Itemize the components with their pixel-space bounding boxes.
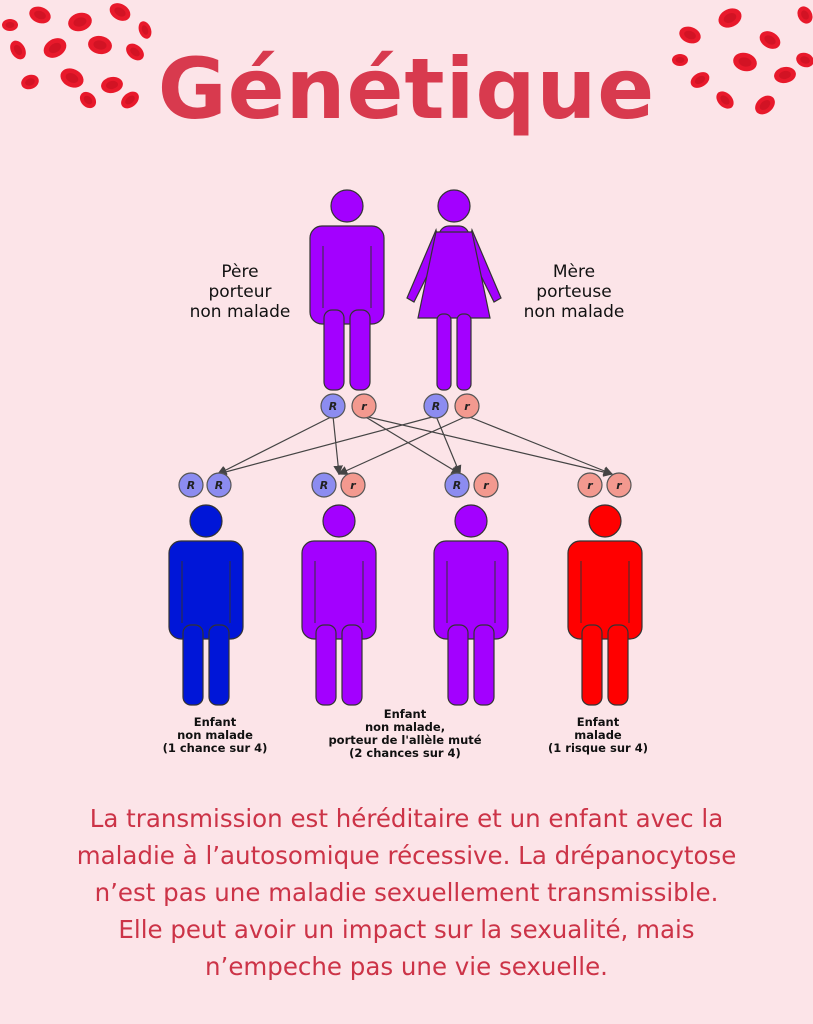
child-label-line: non malade bbox=[177, 728, 253, 742]
page-title: Génétique bbox=[157, 40, 656, 138]
blood-cell-icon bbox=[716, 91, 734, 109]
father-allele: r bbox=[351, 393, 377, 419]
blood-cell-icon bbox=[88, 35, 112, 55]
svg-text:r: r bbox=[587, 479, 593, 492]
caption-line: n’empeche pas une vie sexuelle. bbox=[205, 952, 608, 981]
child-figure-sick bbox=[567, 504, 643, 706]
inheritance-arrow bbox=[216, 415, 334, 475]
svg-text:r: r bbox=[361, 400, 367, 413]
child-label-carrier: Enfant non malade, porteur de l'allèle m… bbox=[305, 708, 505, 760]
blood-cell-icon bbox=[21, 74, 39, 90]
father-figure bbox=[309, 189, 385, 391]
blood-cell-icon bbox=[79, 91, 97, 109]
caption-line: Elle peut avoir un impact sur la sexuali… bbox=[118, 915, 695, 944]
blood-cell-icon bbox=[60, 68, 84, 88]
inheritance-arrow bbox=[363, 415, 614, 477]
child-allele: R bbox=[444, 472, 470, 498]
caption-line: La transmission est héréditaire et un en… bbox=[89, 804, 724, 833]
blood-cell-icon bbox=[2, 19, 18, 31]
svg-text:R: R bbox=[320, 479, 328, 492]
inheritance-arrow bbox=[435, 415, 462, 476]
inheritance-arrow bbox=[363, 415, 462, 475]
father-label-line: Père bbox=[221, 262, 259, 282]
svg-text:R: R bbox=[432, 400, 440, 413]
svg-text:r: r bbox=[464, 400, 470, 413]
child-label-line: Enfant bbox=[193, 715, 237, 729]
mother-label-line: porteuse bbox=[536, 282, 612, 302]
caption-line: n’est pas une maladie sexuellement trans… bbox=[94, 878, 719, 907]
blood-cell-icon bbox=[138, 21, 152, 39]
blood-cells-left bbox=[2, 3, 152, 109]
mother-allele: R bbox=[423, 393, 449, 419]
child-allele: r bbox=[473, 472, 499, 498]
blood-cell-icon bbox=[43, 38, 67, 58]
child-allele: r bbox=[340, 472, 366, 498]
child-allele: R bbox=[311, 472, 337, 498]
blood-cell-icon bbox=[774, 66, 796, 84]
blood-cell-icon bbox=[679, 26, 701, 44]
child-figure-carrier bbox=[301, 504, 377, 706]
child-allele: r bbox=[577, 472, 603, 498]
child-label-line: malade bbox=[574, 728, 622, 742]
child-label-line: (1 chance sur 4) bbox=[162, 741, 268, 755]
child-allele: R bbox=[178, 472, 204, 498]
blood-cell-icon bbox=[796, 52, 813, 68]
svg-text:r: r bbox=[483, 479, 489, 492]
mother-label-line: non malade bbox=[523, 302, 625, 322]
child-label-sick: Enfant malade (1 risque sur 4) bbox=[518, 716, 678, 755]
blood-cell-icon bbox=[718, 8, 742, 28]
child-label-line: (1 risque sur 4) bbox=[548, 741, 648, 755]
svg-text:R: R bbox=[215, 479, 223, 492]
mother-label-line: Mère bbox=[552, 262, 596, 282]
svg-text:R: R bbox=[187, 479, 195, 492]
blood-cell-icon bbox=[755, 95, 775, 115]
blood-cell-icon bbox=[759, 31, 781, 49]
child-label-line: (2 chances sur 4) bbox=[349, 746, 461, 760]
child-allele: r bbox=[606, 472, 632, 498]
child-allele: R bbox=[206, 472, 232, 498]
mother-figure bbox=[406, 189, 502, 391]
child-label-line: non malade, bbox=[364, 720, 446, 734]
blood-cell-icon bbox=[101, 76, 123, 94]
mother-allele: r bbox=[454, 393, 480, 419]
child-figure-carrier bbox=[433, 504, 509, 706]
father-label-line: porteur bbox=[208, 282, 272, 302]
blood-cell-icon bbox=[121, 91, 139, 109]
blood-cell-icon bbox=[672, 54, 688, 66]
inheritance-arrow bbox=[332, 415, 343, 476]
blood-cell-icon bbox=[126, 43, 144, 61]
blood-cell-icon bbox=[733, 52, 757, 72]
figures bbox=[168, 189, 643, 706]
svg-text:R: R bbox=[453, 479, 461, 492]
blood-cell-icon bbox=[109, 3, 131, 21]
blood-cell-icon bbox=[29, 6, 51, 24]
svg-text:r: r bbox=[616, 479, 622, 492]
inheritance-arrows bbox=[216, 415, 614, 477]
svg-text:r: r bbox=[350, 479, 356, 492]
child-label-line: Enfant bbox=[576, 715, 620, 729]
blood-cell-icon bbox=[690, 72, 710, 88]
mother-label: Mère porteuse non malade bbox=[494, 262, 654, 322]
father-allele: R bbox=[320, 393, 346, 419]
svg-text:R: R bbox=[329, 400, 337, 413]
child-label-healthy: Enfant non malade (1 chance sur 4) bbox=[135, 716, 295, 755]
child-figure-healthy bbox=[168, 504, 244, 706]
blood-cell-icon bbox=[68, 12, 92, 32]
caption-line: maladie à l’autosomique récessive. La dr… bbox=[76, 841, 737, 870]
inheritance-arrow bbox=[337, 415, 468, 475]
blood-cells-right bbox=[672, 6, 813, 115]
inheritance-arrow bbox=[466, 415, 614, 476]
father-label: Père porteur non malade bbox=[160, 262, 320, 322]
blood-cell-icon bbox=[10, 40, 26, 60]
child-label-line: porteur de l'allèle muté bbox=[328, 733, 482, 747]
inheritance-arrow bbox=[216, 415, 437, 477]
father-label-line: non malade bbox=[189, 302, 291, 322]
caption: La transmission est héréditaire et un en… bbox=[20, 800, 793, 985]
blood-cell-icon bbox=[797, 6, 813, 24]
child-label-line: Enfant bbox=[383, 707, 427, 721]
